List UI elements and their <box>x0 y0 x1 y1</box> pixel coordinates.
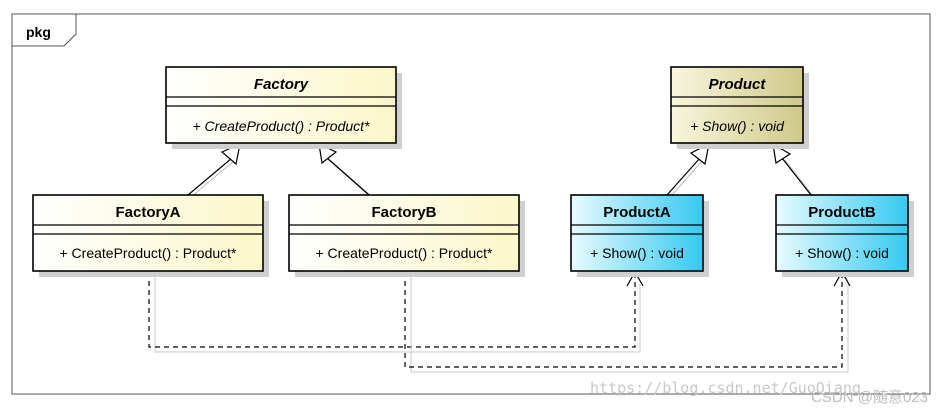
class-operation: + Show() : void <box>795 245 889 261</box>
class-operation: + Show() : void <box>690 118 785 134</box>
class-productA[interactable]: ProductA + Show() : void <box>570 194 709 277</box>
class-factoryB[interactable]: FactoryB + CreateProduct() : Product* <box>288 194 525 277</box>
class-factoryA[interactable]: FactoryA + CreateProduct() : Product* <box>32 194 269 277</box>
class-operation: + CreateProduct() : Product* <box>315 245 493 261</box>
class-operation: + CreateProduct() : Product* <box>192 118 370 134</box>
class-operation: + Show() : void <box>590 245 684 261</box>
package-label: pkg <box>26 24 51 40</box>
class-name: FactoryB <box>371 204 436 221</box>
class-name: ProductA <box>603 204 671 221</box>
class-product[interactable]: Product + Show() : void <box>670 66 809 149</box>
class-operation: + CreateProduct() : Product* <box>59 245 237 261</box>
watermark-credit: CSDN @随意023 <box>811 388 928 406</box>
watermark-url: https://blog.csdn.net/GuoQiang <box>590 379 861 397</box>
class-factory[interactable]: Factory + CreateProduct() : Product* <box>165 66 402 149</box>
class-name: FactoryA <box>115 204 180 221</box>
class-name: Product <box>709 76 767 93</box>
class-productB[interactable]: ProductB + Show() : void <box>775 194 914 277</box>
class-name: Factory <box>254 76 309 93</box>
class-name: ProductB <box>808 204 876 221</box>
